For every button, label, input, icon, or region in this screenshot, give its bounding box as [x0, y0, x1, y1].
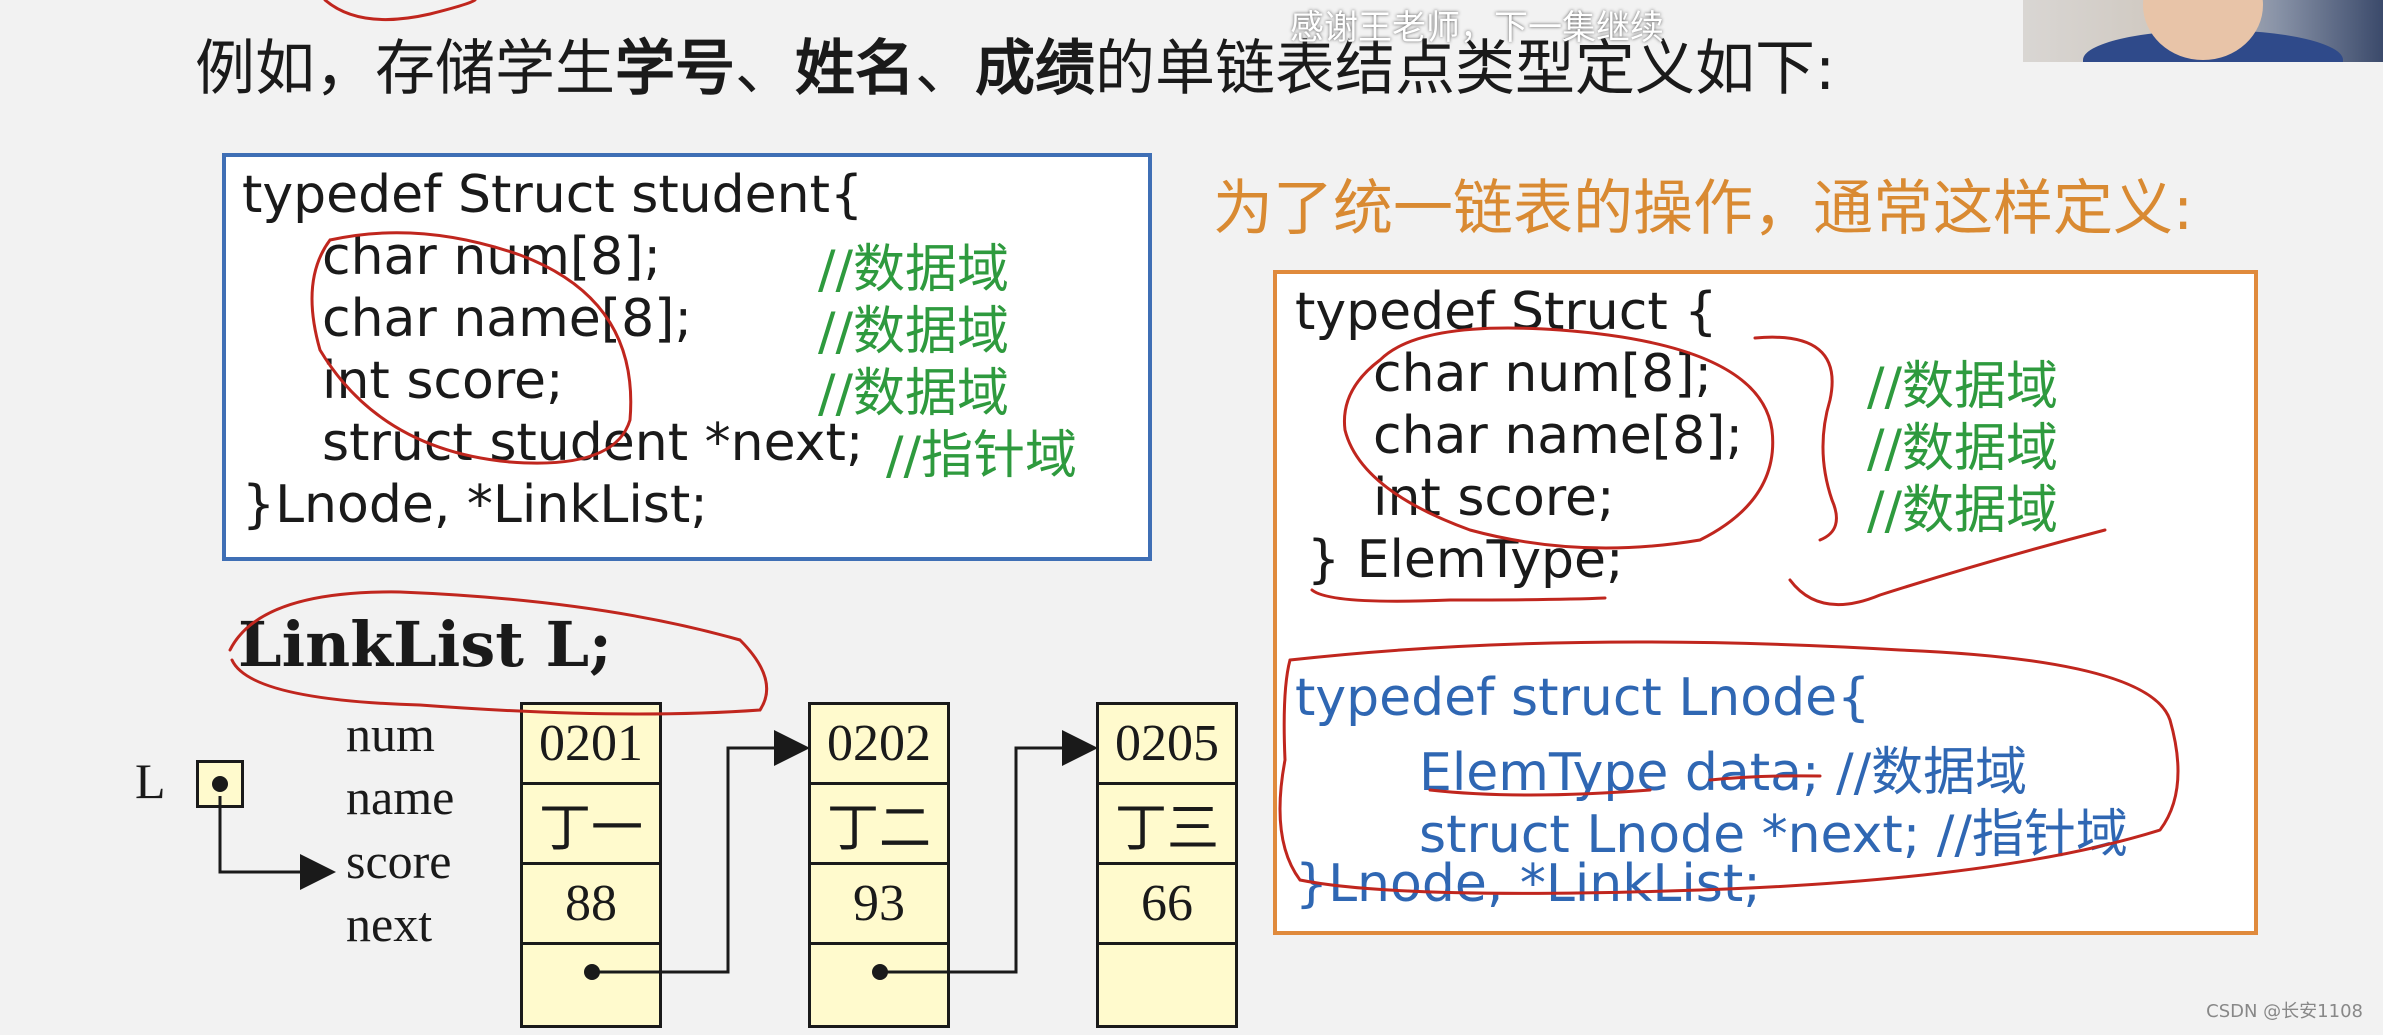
code-line: typedef Struct { [1295, 282, 1718, 342]
list-node: 0201 丁一 88 [520, 702, 662, 1028]
field-label-name: name [346, 769, 455, 825]
node-name: 丁一 [523, 785, 659, 865]
node-next [523, 945, 659, 1025]
video-subtitle: 感谢王老师，下一集继续 [1290, 8, 1664, 48]
field-label-num: num [346, 706, 435, 762]
title-bold-id: 学号 [615, 34, 735, 104]
code-line: int score; [322, 351, 564, 411]
title-separator: 、 [735, 34, 795, 104]
list-node: 0205 丁三 66 [1096, 702, 1238, 1028]
code-line: struct student *next; [322, 413, 864, 473]
node-name: 丁二 [811, 785, 947, 865]
head-pointer-box [196, 760, 244, 808]
code-comment: //数据域 [818, 302, 1010, 362]
code-line: } ElemType; [1307, 530, 1624, 590]
field-label-score: score [346, 833, 452, 889]
webcam-overlay [2023, 0, 2383, 62]
student-struct-box: typedef Struct student{ char num[8]; cha… [222, 153, 1152, 561]
code-line: typedef struct Lnode{ [1295, 668, 1871, 728]
title-bold-score: 成绩 [975, 34, 1095, 104]
code-comment: //数据域 [1867, 481, 2059, 541]
node-next [1099, 945, 1235, 1025]
title-separator: 、 [915, 34, 975, 104]
node-score: 93 [811, 865, 947, 945]
slide-title: 例如，存储学生学号、姓名、成绩的单链表结点类型定义如下: [195, 20, 1835, 107]
annotation-scribble [323, 0, 477, 22]
node-num: 0201 [523, 705, 659, 785]
node-name: 丁三 [1099, 785, 1235, 865]
node-score: 66 [1099, 865, 1235, 945]
code-line: }Lnode, *LinkList; [1295, 854, 1761, 914]
code-comment: //数据域 [818, 240, 1010, 300]
title-text: 例如，存储学生 [195, 34, 615, 104]
code-line: char name[8]; [322, 289, 692, 349]
code-comment: //指针域 [886, 426, 1078, 486]
code-comment: //数据域 [1867, 419, 2059, 479]
code-comment: //数据域 [1867, 357, 2059, 417]
code-line: char num[8]; [322, 227, 662, 287]
node-score: 88 [523, 865, 659, 945]
head-pointer-label: L [135, 753, 166, 809]
pointer-dot [212, 776, 228, 792]
unified-definition-title: 为了统一链表的操作，通常这样定义: [1213, 174, 2194, 244]
node-next [811, 945, 947, 1025]
code-comment: //数据域 [818, 364, 1010, 424]
field-label-next: next [346, 896, 433, 952]
elemtype-struct-box: typedef Struct { char num[8]; char name[… [1273, 270, 2258, 935]
list-node: 0202 丁二 93 [808, 702, 950, 1028]
code-line: char name[8]; [1373, 406, 1743, 466]
watermark: CSDN @长安1108 [2206, 1001, 2363, 1022]
code-line: int score; [1373, 468, 1615, 528]
code-line: typedef Struct student{ [242, 165, 864, 225]
title-text: 的单链表结点类型定义如下: [1095, 34, 1836, 104]
node-num: 0205 [1099, 705, 1235, 785]
code-line: }Lnode, *LinkList; [242, 475, 708, 535]
title-bold-name: 姓名 [795, 34, 915, 104]
node-num: 0202 [811, 705, 947, 785]
linklist-declaration: LinkList L; [238, 608, 612, 681]
code-line: char num[8]; [1373, 344, 1713, 404]
